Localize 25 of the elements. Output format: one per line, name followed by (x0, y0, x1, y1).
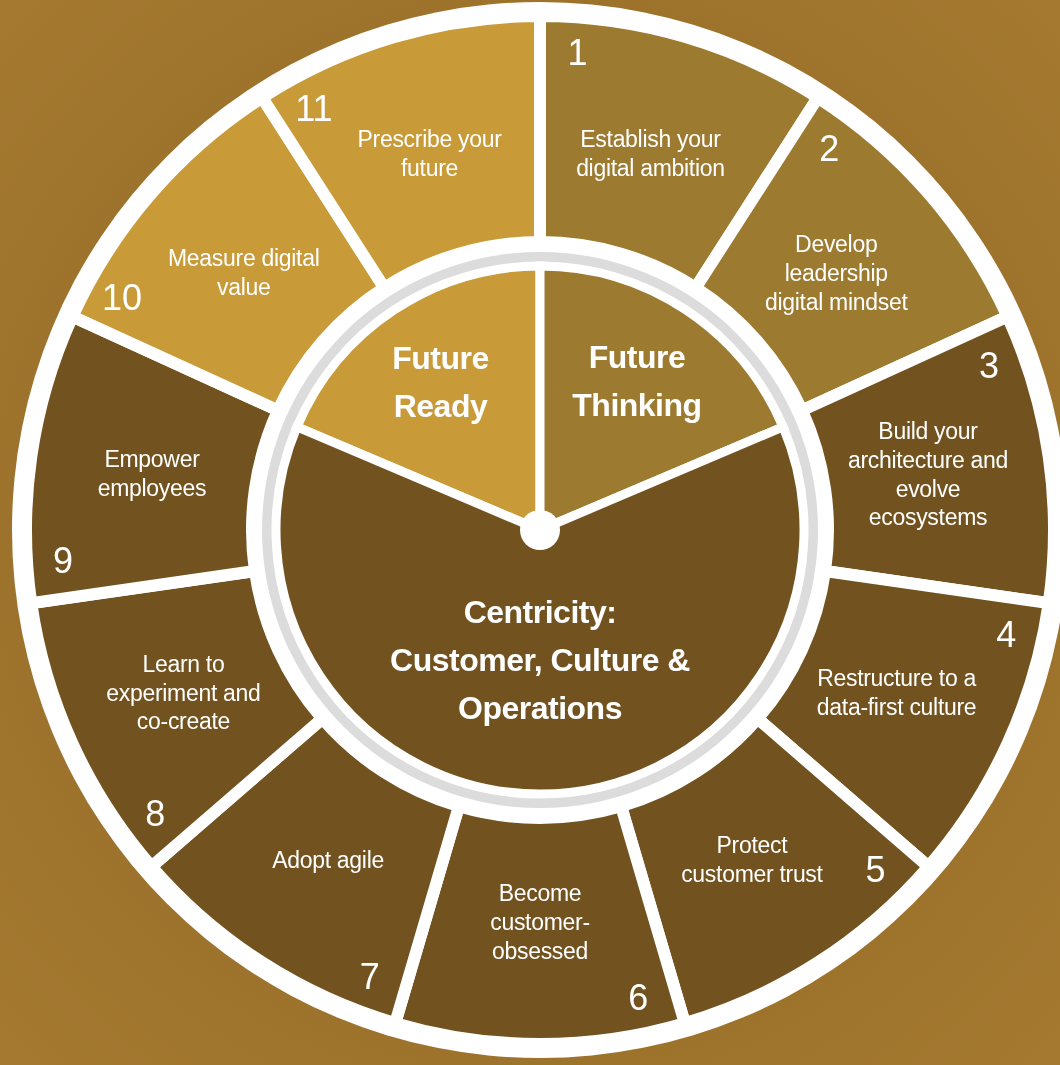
segment-label: Measure digital value (167, 244, 321, 303)
step-number: 11 (295, 90, 333, 127)
step-number: 8 (145, 795, 166, 832)
segment-label: Future Ready (391, 339, 490, 427)
segment-label: Prescribe your future (356, 125, 503, 183)
step-number: 1 (567, 35, 588, 72)
segment-label: Centricity: Customer, Culture & Operations (390, 593, 690, 728)
step-number: 6 (628, 979, 649, 1016)
step-number: 4 (996, 616, 1017, 653)
segment-label: Develop leadership digital mindset (764, 230, 909, 317)
step-number: 7 (359, 958, 380, 995)
step-number: 2 (819, 131, 840, 168)
segment-label: Future Thinking (571, 337, 703, 425)
segment-label: Learn to experiment and co-create (105, 649, 262, 736)
segment-label: Establish your digital ambition (575, 125, 726, 183)
segment-label: Become customer-obsessed (489, 878, 591, 966)
step-number: 10 (102, 279, 143, 316)
step-number: 5 (865, 852, 886, 889)
segment-label: Build your architecture and evolve ecosystems (846, 416, 1010, 532)
segment-label: Restructure to a data-first culture (815, 664, 978, 722)
segment-label: Protect customer trust (680, 831, 824, 889)
step-number: 3 (979, 348, 1000, 385)
segment-label: Adopt agile (271, 845, 385, 875)
segment-label: Empower employees (96, 445, 208, 503)
step-number: 9 (52, 542, 73, 579)
